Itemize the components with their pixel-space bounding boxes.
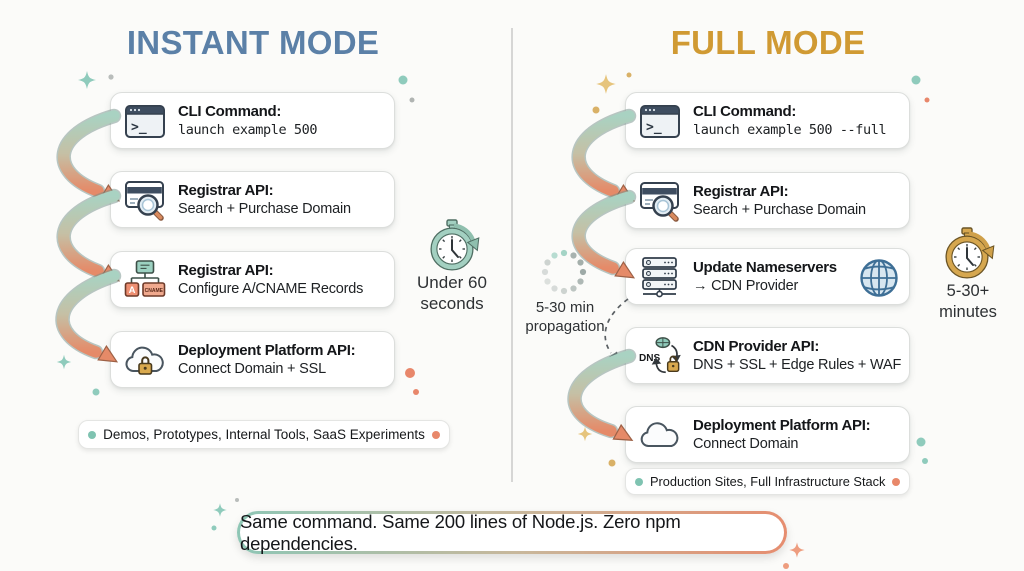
- step-title: Deployment Platform API:: [178, 341, 356, 359]
- step-subtitle: Connect Domain + SSL: [178, 360, 326, 377]
- prompt-glyph: >_: [131, 120, 147, 135]
- card-search-icon: [125, 181, 164, 221]
- step-card-nameservers-full: Update Nameservers → CDN Provider: [625, 248, 910, 305]
- step-subtitle: DNS + SSL + Edge Rules + WAF: [693, 356, 902, 373]
- prompt-glyph: >_: [646, 120, 662, 135]
- step-card-deploy-instant: Deployment Platform API: Connect Domain …: [110, 331, 395, 388]
- server-rack-icon: [642, 257, 677, 298]
- step-title: CLI Command:: [178, 102, 282, 120]
- badge-label: Production Sites, Full Infrastructure St…: [650, 474, 886, 489]
- step-subtitle: launch example 500: [178, 121, 318, 138]
- instant-mode-title: INSTANT MODE: [126, 24, 380, 61]
- cloud-icon: [640, 421, 679, 447]
- terminal-icon: >_: [125, 104, 165, 138]
- step-subtitle: → CDN Provider: [693, 277, 799, 294]
- step-title: Registrar API:: [178, 261, 274, 279]
- dns-label: DNS: [639, 352, 660, 363]
- full-duration-label: 5-30+minutes: [939, 282, 997, 321]
- dns-records-tree-icon: A CNAME: [124, 259, 166, 297]
- step-subtitle: Search + Purchase Domain: [693, 201, 866, 218]
- step-title: Update Nameservers: [693, 258, 837, 276]
- card-search-icon: [640, 182, 679, 222]
- salmon-dot-icon: [432, 430, 440, 439]
- instant-use-cases-badge: Demos, Prototypes, Internal Tools, SaaS …: [78, 420, 450, 449]
- record-cname-label: CNAME: [145, 287, 164, 293]
- stopwatch-teal-icon: [430, 219, 480, 271]
- step-subtitle: launch example 500 --full: [693, 121, 887, 138]
- footer-banner-text: Same command. Same 200 lines of Node.js.…: [240, 511, 784, 554]
- step-card-deploy-full: Deployment Platform API: Connect Domain: [625, 406, 910, 463]
- step-title: CDN Provider API:: [693, 337, 820, 355]
- globe-icon: [860, 259, 898, 297]
- step-card-registrar-search-instant: Registrar API: Search + Purchase Domain: [110, 171, 395, 228]
- full-mode-title: FULL MODE: [670, 24, 866, 61]
- step-title: Deployment Platform API:: [693, 416, 871, 434]
- step-card-cdn-provider-full: DNS CDN Provider API: DNS + SSL + Edge R…: [625, 327, 910, 384]
- step-subtitle: Search + Purchase Domain: [178, 200, 351, 217]
- full-use-cases-badge: Production Sites, Full Infrastructure St…: [625, 468, 910, 495]
- column-divider: [511, 28, 513, 482]
- step-card-cli-full: >_ CLI Command: launch example 500 --ful…: [625, 92, 910, 149]
- footer-banner: Same command. Same 200 lines of Node.js.…: [237, 511, 787, 554]
- dns-ssl-cycle-icon: DNS: [639, 336, 681, 373]
- step-card-cli-instant: >_ CLI Command: launch example 500: [110, 92, 395, 149]
- step-card-registrar-records-instant: A CNAME Registrar API: Configure A/CNAME…: [110, 251, 395, 308]
- step-subtitle: Configure A/CNAME Records: [178, 280, 364, 297]
- teal-dot-icon: [635, 477, 643, 486]
- step-card-registrar-search-full: Registrar API: Search + Purchase Domain: [625, 172, 910, 229]
- stopwatch-gold-icon: [945, 227, 995, 279]
- step-title: CLI Command:: [693, 102, 797, 120]
- teal-dot-icon: [88, 430, 96, 439]
- step-subtitle: Connect Domain: [693, 435, 799, 452]
- step-title: Registrar API:: [178, 181, 274, 199]
- record-a-label: A: [129, 285, 136, 296]
- propagation-spinner-icon: [541, 249, 587, 295]
- badge-label: Demos, Prototypes, Internal Tools, SaaS …: [103, 427, 425, 442]
- salmon-dot-icon: [892, 477, 901, 486]
- terminal-icon: >_: [640, 104, 680, 138]
- step-title: Registrar API:: [693, 182, 789, 200]
- cloud-lock-icon: [125, 346, 164, 375]
